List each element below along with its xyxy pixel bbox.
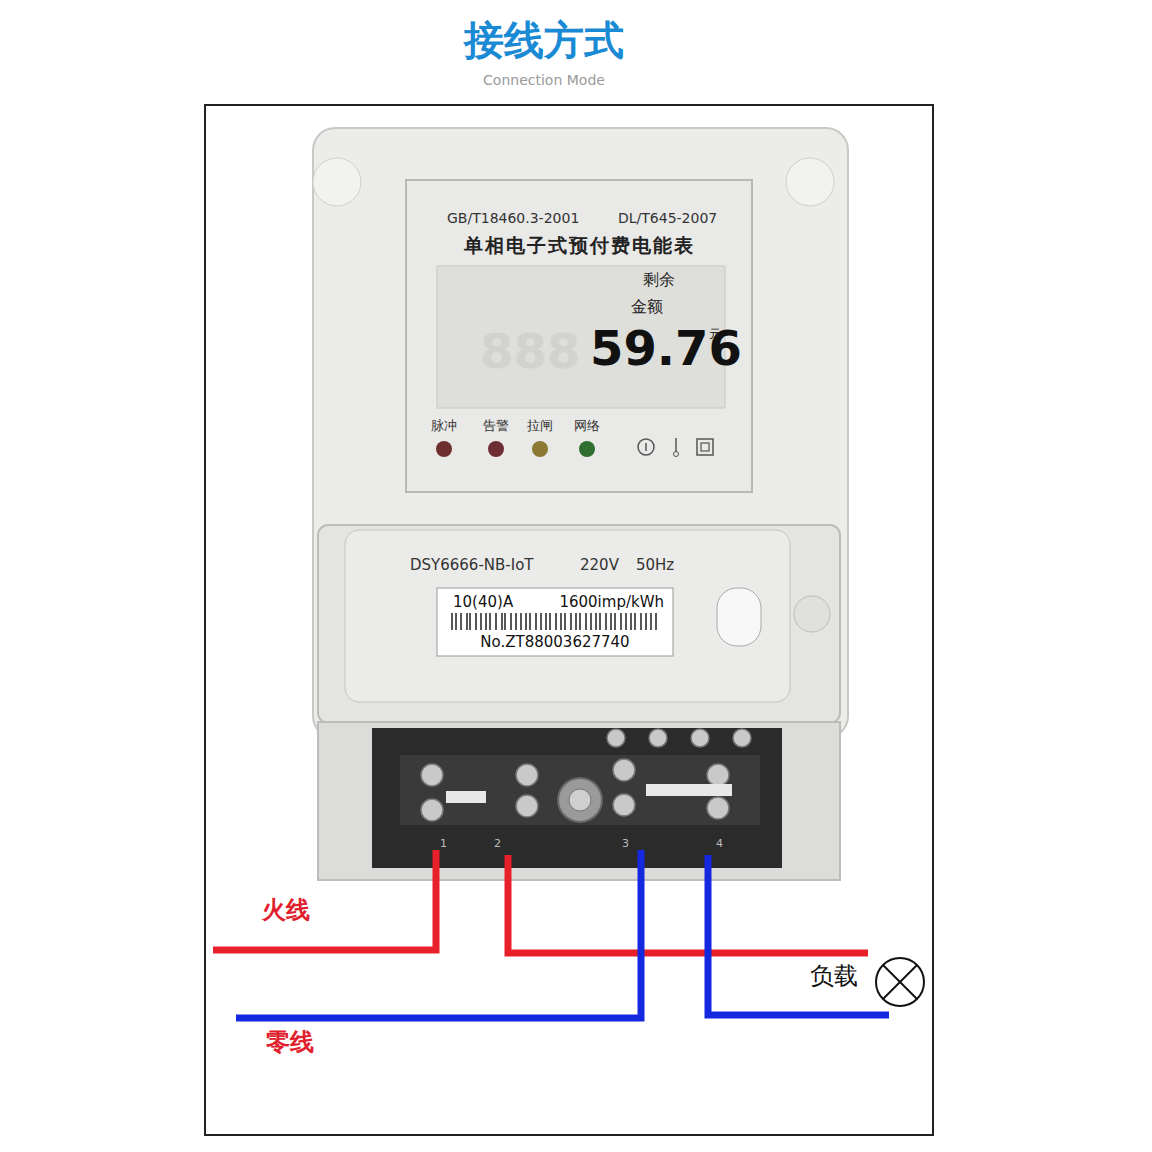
model-number: DSY6666-NB-IoT — [410, 558, 534, 573]
terminal-number: 2 — [494, 838, 501, 849]
title: 接线方式 — [464, 20, 624, 60]
indicator-label: 脉冲 — [431, 419, 457, 432]
display-label: 金额 — [631, 299, 663, 315]
svg-text:888: 888 — [480, 323, 580, 379]
terminal-number: 4 — [716, 838, 723, 849]
standard-code: DL/T645-2007 — [618, 211, 717, 225]
terminal-number: 1 — [440, 838, 447, 849]
serial-number: No.ZT88003627740 — [480, 635, 629, 650]
display-label: 剩余 — [643, 272, 675, 288]
rated-voltage: 220V — [580, 558, 619, 573]
indicator-label: 网络 — [574, 419, 600, 432]
subtitle: Connection Mode — [483, 73, 605, 87]
meter-constant: 1600imp/kWh — [559, 595, 664, 610]
unit: 元 — [709, 328, 721, 340]
indicator-label: 告警 — [483, 419, 509, 432]
meter-name: 单相电子式预付费电能表 — [464, 236, 695, 255]
rated-current: 10(40)A — [453, 595, 513, 610]
wire-label: 火线 — [262, 898, 310, 922]
terminal-number: 3 — [622, 838, 629, 849]
rated-frequency: 50Hz — [636, 558, 674, 573]
indicator-label: 拉闸 — [527, 419, 553, 432]
load-label: 负载 — [810, 964, 858, 988]
standard-code: GB/T18460.3-2001 — [447, 211, 579, 225]
wire-label: 零线 — [266, 1030, 314, 1054]
